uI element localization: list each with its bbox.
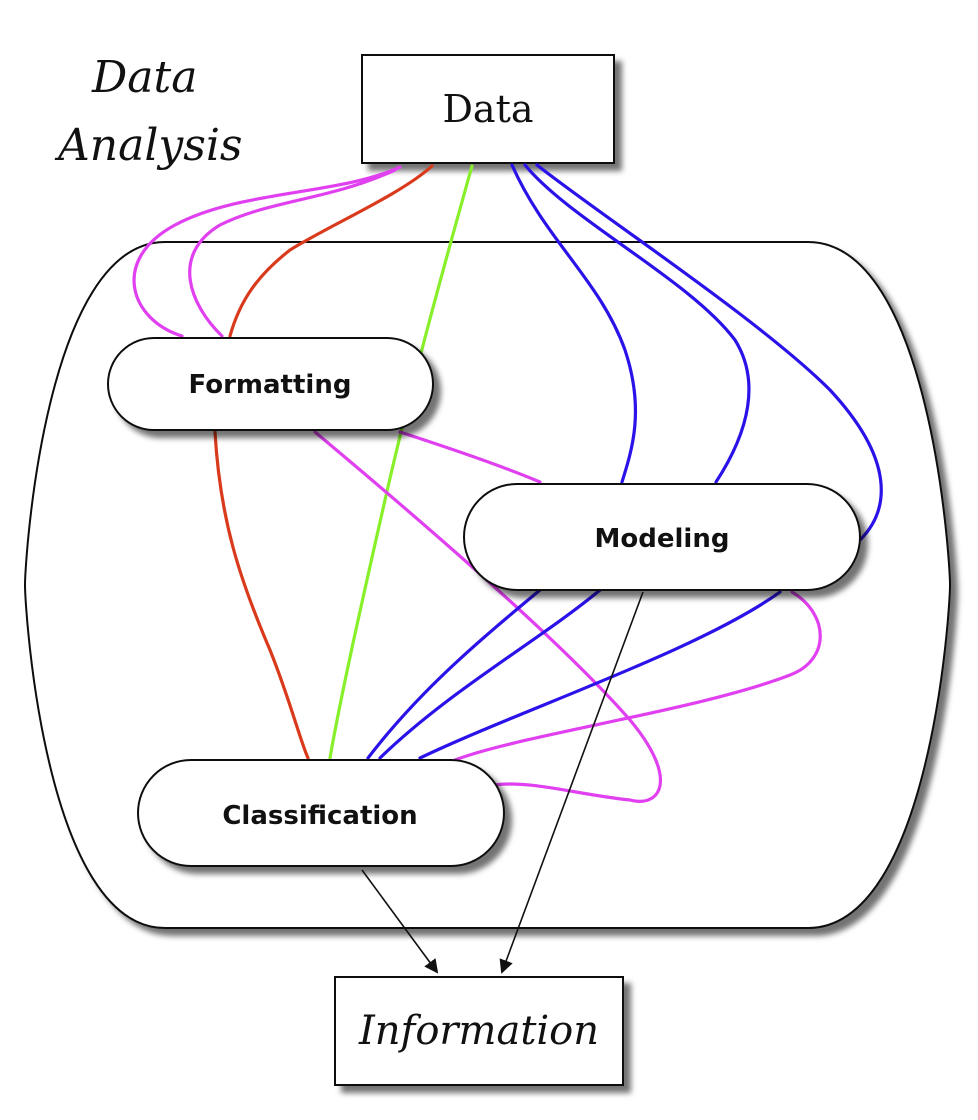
title-line-1: Data bbox=[91, 52, 197, 103]
formatting-node-label: Formatting bbox=[189, 370, 352, 400]
arrow-modeling-information bbox=[499, 591, 644, 974]
edge-data-modeling-blue-3 bbox=[535, 163, 883, 542]
edge-modeling-classification-blue-2 bbox=[378, 588, 602, 760]
edge-data-modeling-blue-2 bbox=[523, 163, 751, 484]
edge-formatting-classification-magenta bbox=[313, 430, 662, 803]
information-box bbox=[334, 976, 624, 1086]
edge-modeling-classification-blue-1 bbox=[366, 588, 542, 760]
data-box bbox=[361, 54, 615, 164]
classification-node-label: Classification bbox=[222, 801, 417, 831]
data-box-label: Data bbox=[442, 87, 533, 131]
edge-data-classification-green bbox=[328, 164, 474, 760]
modeling-node-label: Modeling bbox=[595, 524, 730, 554]
edge-data-formatting-magenta-1 bbox=[132, 165, 402, 338]
edge-data-formatting-red bbox=[228, 164, 434, 338]
title-line-2: Analysis bbox=[54, 120, 243, 171]
edge-data-modeling-blue-1 bbox=[510, 163, 638, 484]
formatting-node bbox=[107, 337, 434, 431]
arrow-classification-information bbox=[361, 869, 439, 974]
information-box-label: Information bbox=[358, 1008, 599, 1054]
classification-node bbox=[137, 759, 505, 867]
modeling-node bbox=[463, 483, 861, 591]
edge-modeling-classification-blue-3 bbox=[418, 590, 782, 760]
edge-data-formatting-magenta-2 bbox=[188, 168, 397, 338]
edge-formatting-modeling-magenta bbox=[398, 430, 542, 484]
edge-modeling-classification-magenta bbox=[453, 590, 822, 762]
edge-formatting-classification-red bbox=[213, 430, 310, 760]
